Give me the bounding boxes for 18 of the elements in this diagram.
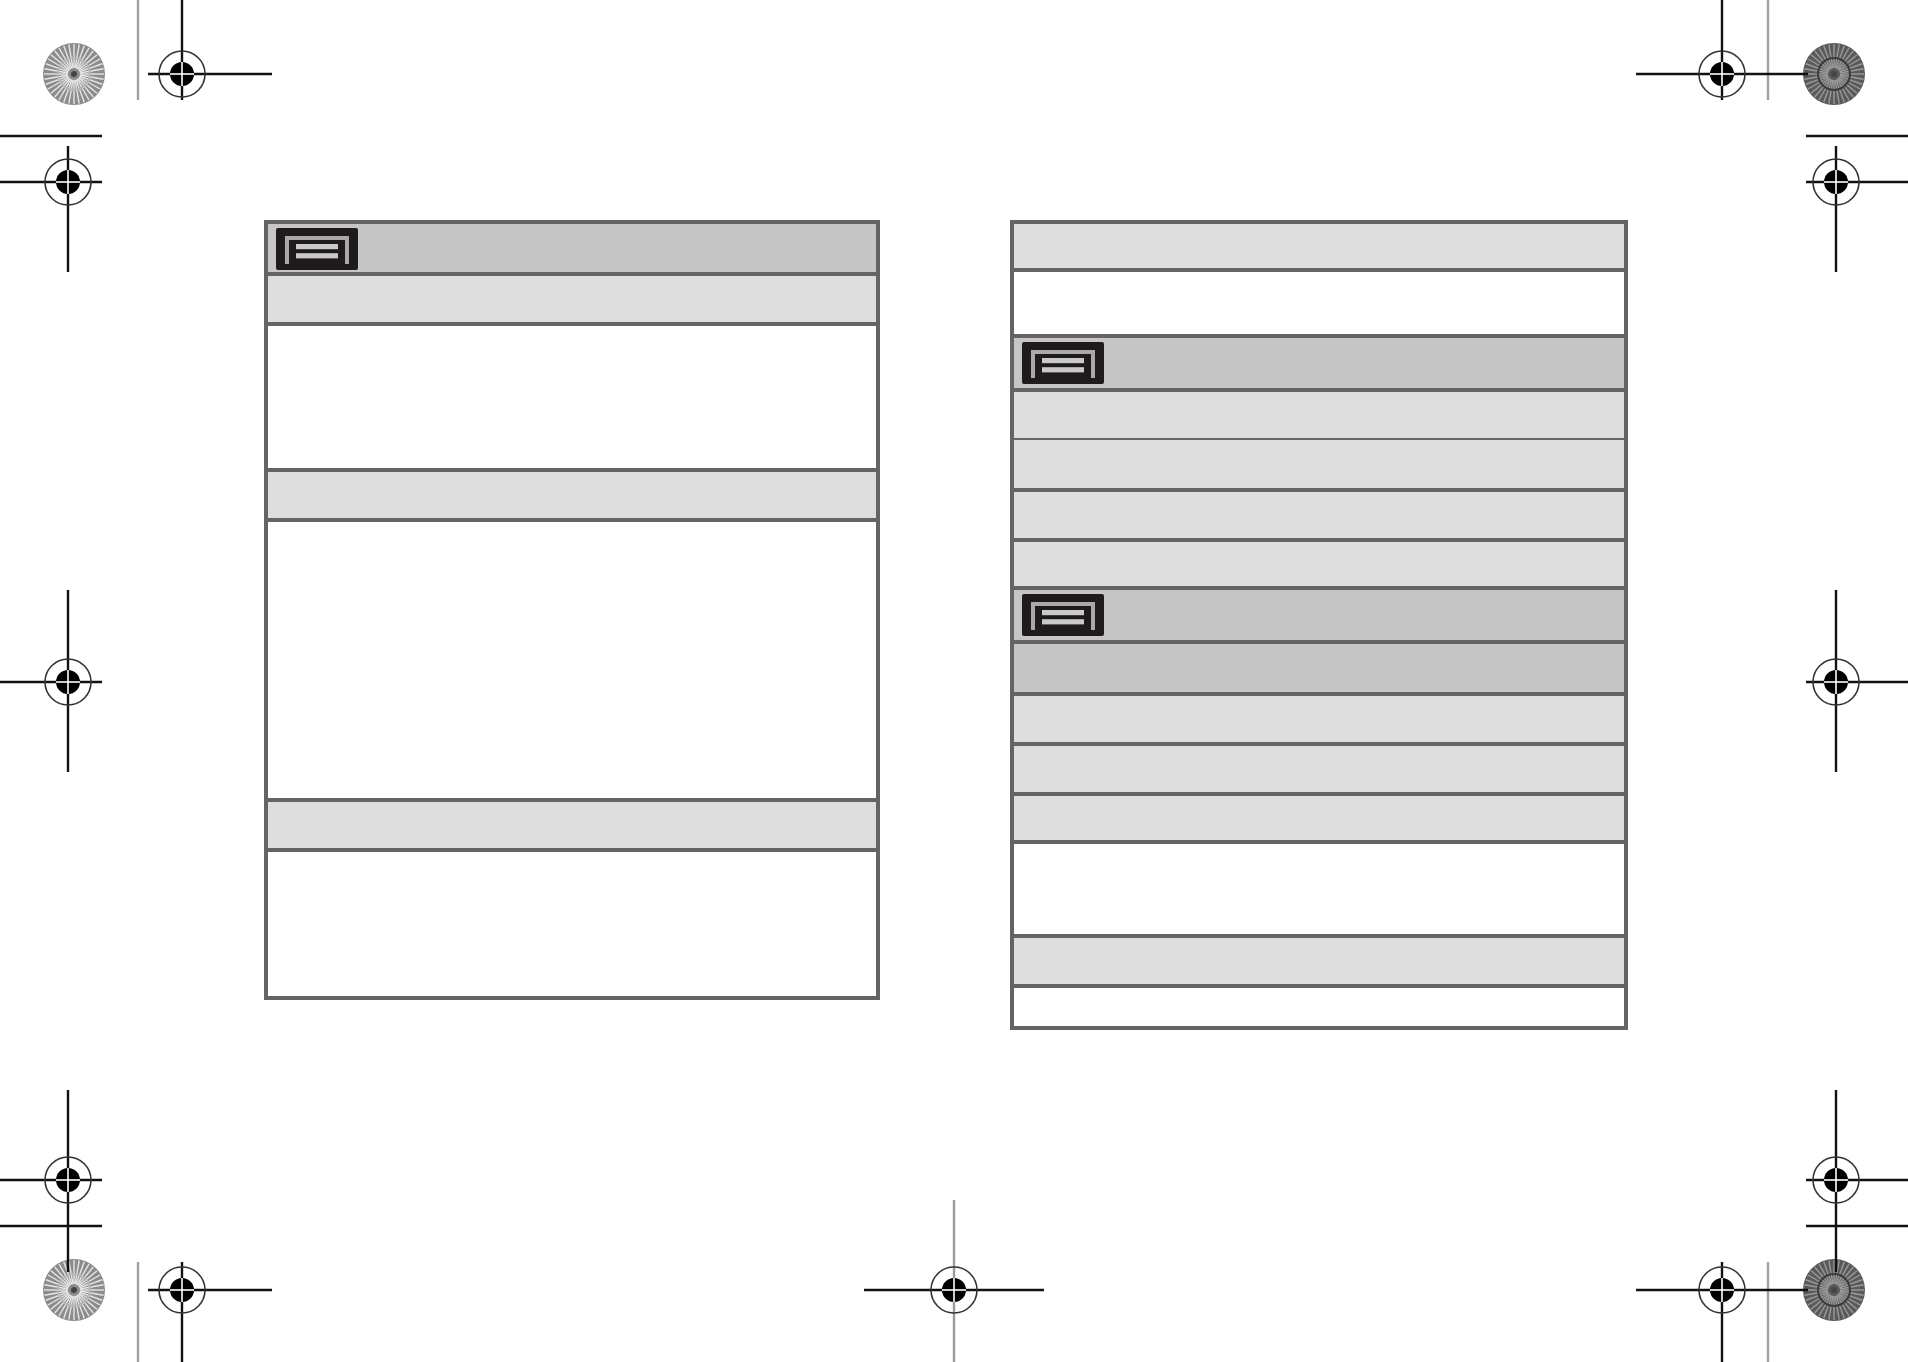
table-row: [268, 272, 876, 322]
table-row: [1014, 538, 1624, 586]
table-frame: [1010, 220, 1628, 1030]
table-row: [1014, 224, 1624, 268]
table-row: [1014, 792, 1624, 840]
table-row: [268, 468, 876, 518]
table-row: [1014, 640, 1624, 692]
table-row: [1014, 934, 1624, 984]
table-row: [268, 798, 876, 848]
table-row: [1014, 438, 1624, 488]
table-header-row: [1014, 334, 1624, 388]
table-header-row: [268, 224, 876, 272]
table-row: [1014, 742, 1624, 792]
table-frame: [264, 220, 880, 1000]
table-row: [1014, 488, 1624, 538]
table-header-row: [1014, 586, 1624, 640]
table-row: [1014, 692, 1624, 742]
table-row: [1014, 388, 1624, 438]
